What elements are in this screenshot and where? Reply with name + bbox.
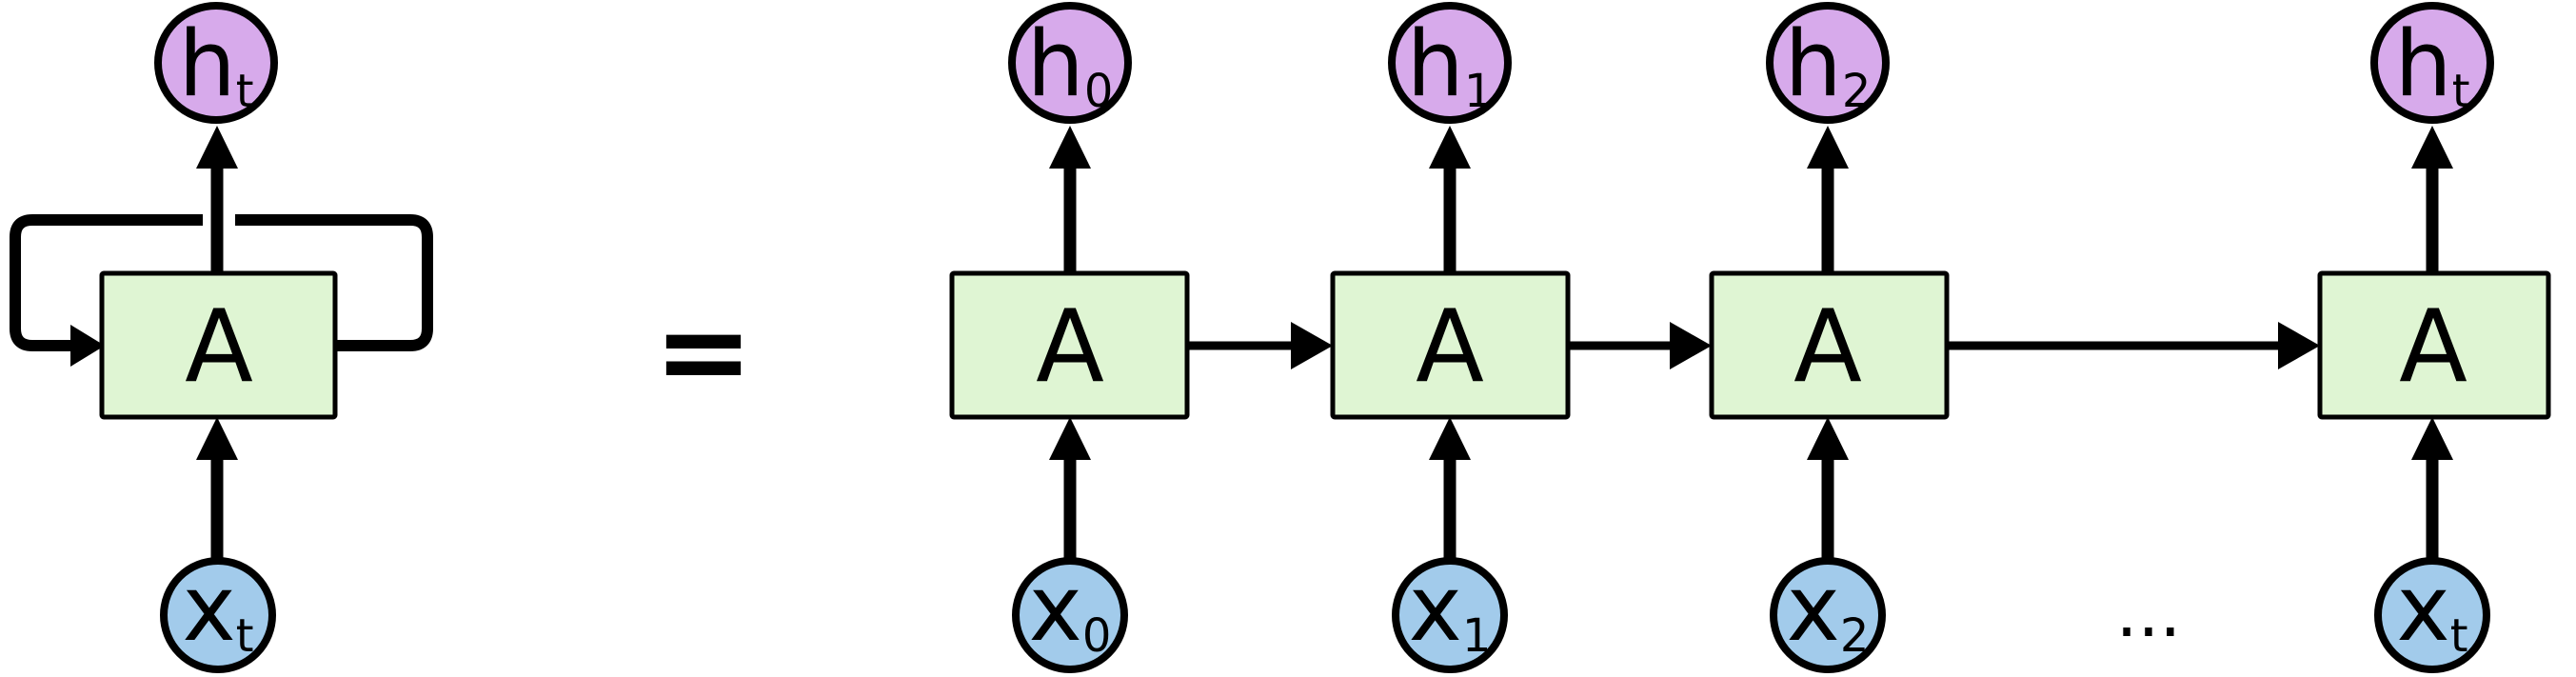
output-arrowhead-icon: [1807, 126, 1849, 169]
input-label: x1: [1409, 557, 1492, 663]
cell-label: A: [1793, 289, 1862, 405]
rnn-unrolled-cell-2: A h2 x2: [1709, 2, 1950, 673]
cell-label: A: [2399, 289, 2467, 405]
input-label: xt: [2396, 557, 2467, 663]
hidden-state-label: h2: [1785, 12, 1872, 118]
cell-box: [2317, 270, 2551, 420]
equals-sign: =: [654, 283, 754, 421]
hidden-state-label: ht: [2394, 12, 2469, 118]
input-label: x0: [1029, 557, 1112, 663]
hidden-state-node: [1388, 2, 1512, 124]
input-node: [1392, 557, 1508, 673]
input-arrowhead-icon: [1429, 417, 1471, 460]
cell-label: A: [1416, 289, 1484, 405]
hidden-state-node: [1766, 2, 1890, 124]
cell-box: [1330, 270, 1571, 420]
recurrent-loop-arrowhead-icon: [70, 325, 105, 367]
cell-label: A: [185, 289, 253, 405]
hidden-state-node: [154, 2, 278, 124]
hidden-state-node: [1008, 2, 1132, 124]
state-transfer-arrowhead-0-1-icon: [1291, 322, 1333, 369]
hidden-state-label: h0: [1027, 12, 1114, 118]
output-arrowhead-icon: [1049, 126, 1091, 169]
input-label: xt: [182, 557, 253, 663]
input-node: [2374, 557, 2490, 673]
ellipsis: ...: [2116, 572, 2182, 652]
output-arrowhead-icon: [2411, 126, 2453, 169]
hidden-state-node: [2370, 2, 2494, 124]
recurrent-loop-arrow: [10, 214, 433, 351]
rnn-rolled-cell: A ht xt: [10, 2, 433, 673]
state-transfer-arrows: [1187, 322, 2320, 369]
cell-label: A: [1036, 289, 1104, 405]
state-transfer-arrowhead-1-2-icon: [1670, 322, 1712, 369]
input-node: [1770, 557, 1886, 673]
output-arrowhead-icon: [196, 126, 238, 169]
cell-box: [1709, 270, 1950, 420]
hidden-state-label: ht: [178, 12, 253, 118]
rnn-unrolled-cell-t: A ht xt: [2317, 2, 2551, 673]
input-node: [1012, 557, 1128, 673]
state-transfer-arrowhead-2-t-icon: [2278, 322, 2320, 369]
rnn-unrolled-cell-0: A h0 x0: [949, 2, 1190, 673]
input-arrowhead-icon: [196, 417, 238, 460]
input-node: [160, 557, 276, 673]
hidden-state-label: h1: [1407, 12, 1494, 118]
cell-box: [949, 270, 1190, 420]
input-arrowhead-icon: [2411, 417, 2453, 460]
output-arrowhead-icon: [1429, 126, 1471, 169]
input-arrowhead-icon: [1049, 417, 1091, 460]
cell-box: [99, 270, 338, 420]
input-label: x2: [1787, 557, 1870, 663]
input-arrowhead-icon: [1807, 417, 1849, 460]
rnn-unrolled-cell-1: A h1 x1: [1330, 2, 1571, 673]
